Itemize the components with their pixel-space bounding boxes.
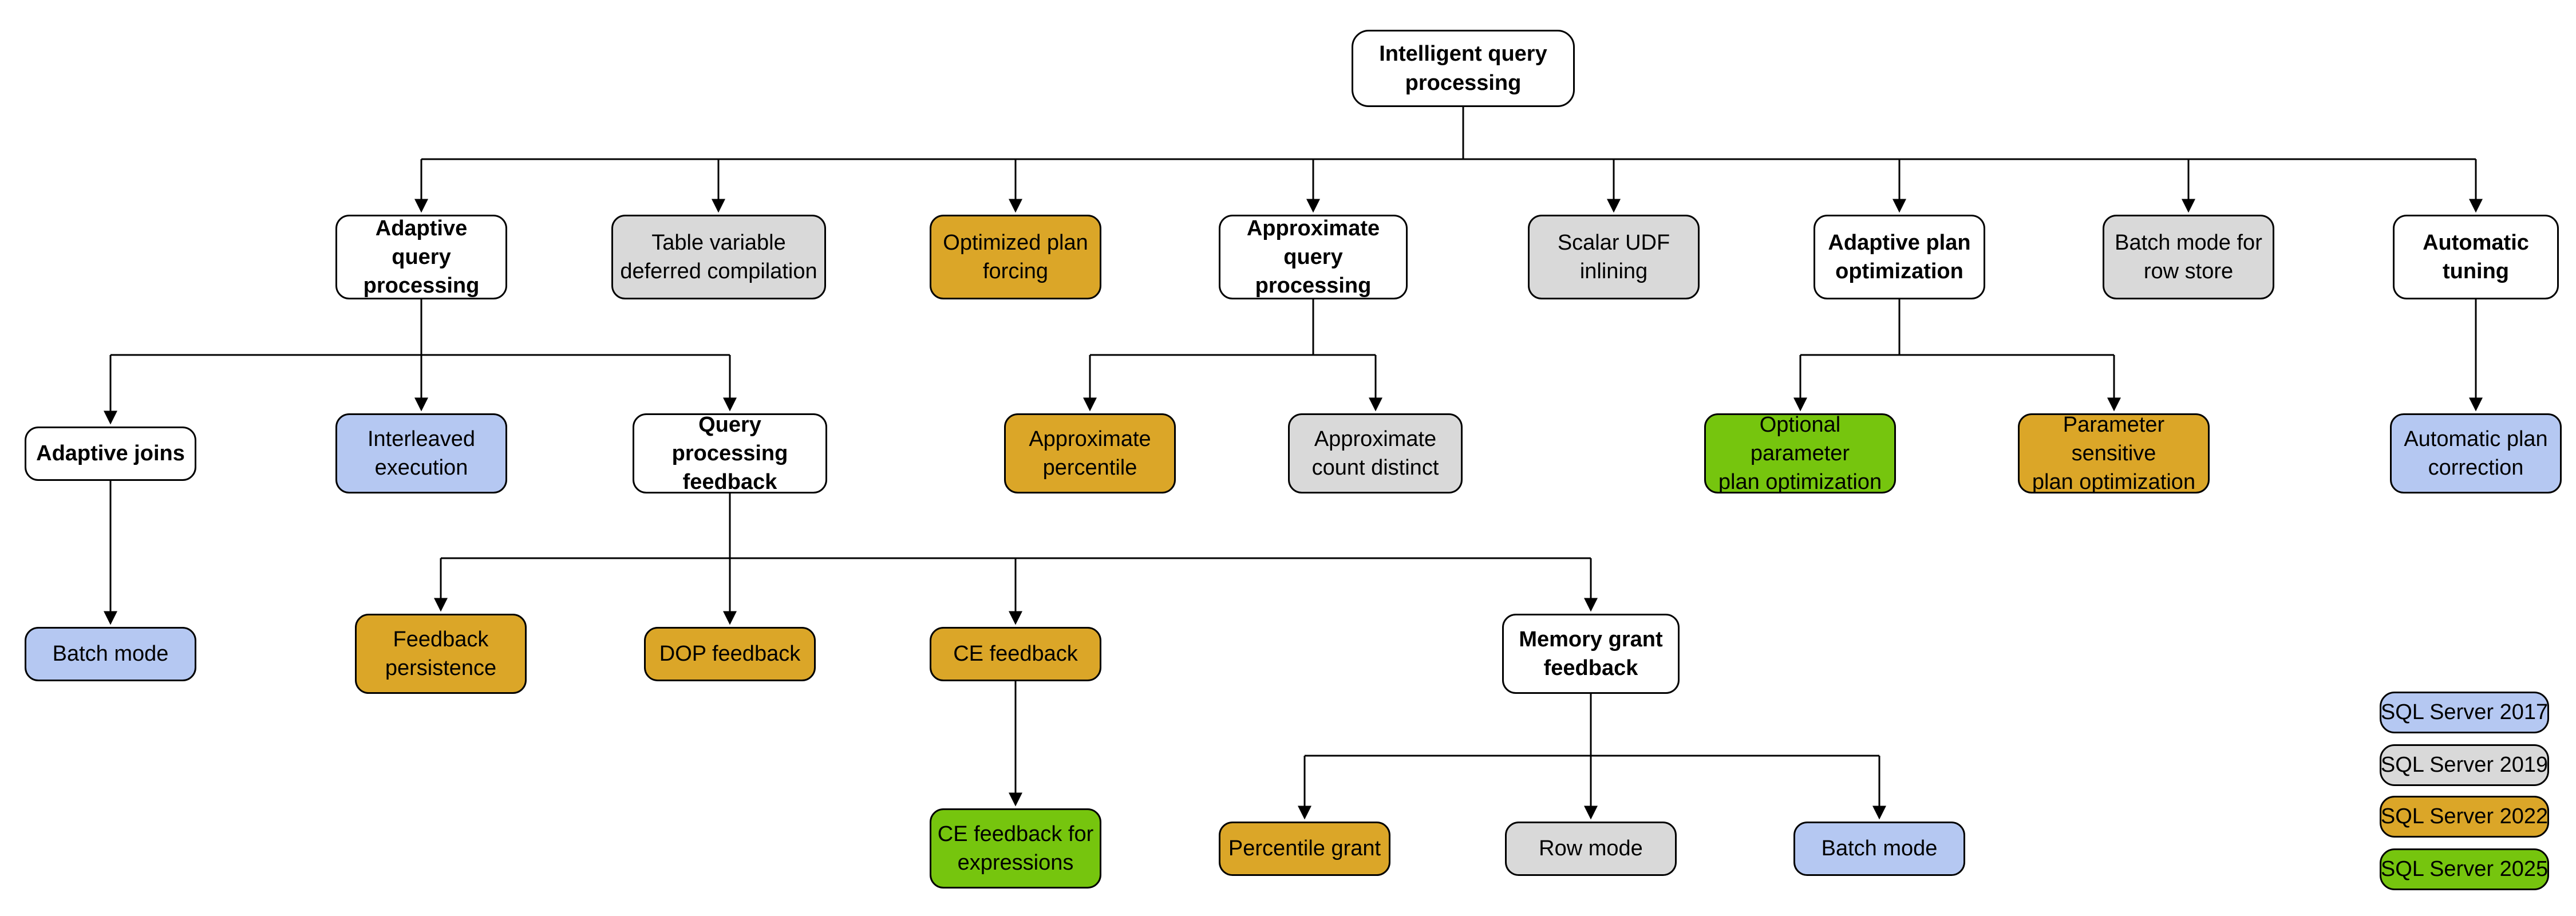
node-automatic-plan-correction: Automatic plan correction	[2390, 413, 2562, 493]
node-query-processing-feedback: Query processing feedback	[633, 413, 827, 494]
node-parameter-sensitive-plan-optimization: Parameter sensitive plan optimization	[2018, 413, 2210, 494]
node-approximate-percentile: Approximate percentile	[1004, 413, 1176, 493]
legend-item-sql-server-2025: SQL Server 2025	[2380, 848, 2549, 890]
node-optional-parameter-plan-optimization: Optional parameter plan optimization	[1704, 413, 1896, 494]
node-optimized-plan-forcing: Optimized plan forcing	[930, 215, 1101, 299]
node-adaptive-plan-optimization: Adaptive plan optimization	[1814, 215, 1985, 299]
edge-group	[104, 107, 2483, 820]
node-table-variable-deferred-compilation: Table variable deferred compilation	[611, 215, 826, 299]
legend-item-sql-server-2019: SQL Server 2019	[2380, 744, 2549, 786]
node-ce-feedback-for-expressions: CE feedback for expressions	[930, 808, 1101, 889]
node-adaptive-query-processing: Adaptive query processing	[335, 215, 507, 299]
node-batch-mode-for-row-store: Batch mode for row store	[2103, 215, 2274, 299]
node-ce-feedback: CE feedback	[930, 627, 1101, 681]
node-automatic-tuning: Automatic tuning	[2393, 215, 2559, 299]
node-intelligent-query-processing: Intelligent query processing	[1352, 30, 1575, 107]
node-scalar-udf-inlining: Scalar UDF inlining	[1528, 215, 1700, 299]
legend-item-sql-server-2017: SQL Server 2017	[2380, 692, 2549, 733]
node-row-mode: Row mode	[1505, 822, 1677, 876]
node-dop-feedback: DOP feedback	[644, 627, 816, 681]
node-adaptive-joins: Adaptive joins	[25, 427, 196, 481]
node-feedback-persistence: Feedback persistence	[355, 614, 527, 694]
node-batch-mode-adaptive-joins: Batch mode	[25, 627, 196, 681]
node-memory-grant-feedback: Memory grant feedback	[1502, 614, 1680, 694]
node-batch-mode-memory-grant: Batch mode	[1793, 822, 1965, 876]
legend-item-sql-server-2022: SQL Server 2022	[2380, 796, 2549, 838]
node-percentile-grant: Percentile grant	[1219, 822, 1390, 876]
node-approximate-count-distinct: Approximate count distinct	[1288, 413, 1463, 493]
node-approximate-query-processing: Approximate query processing	[1219, 215, 1408, 299]
node-interleaved-execution: Interleaved execution	[335, 413, 507, 493]
